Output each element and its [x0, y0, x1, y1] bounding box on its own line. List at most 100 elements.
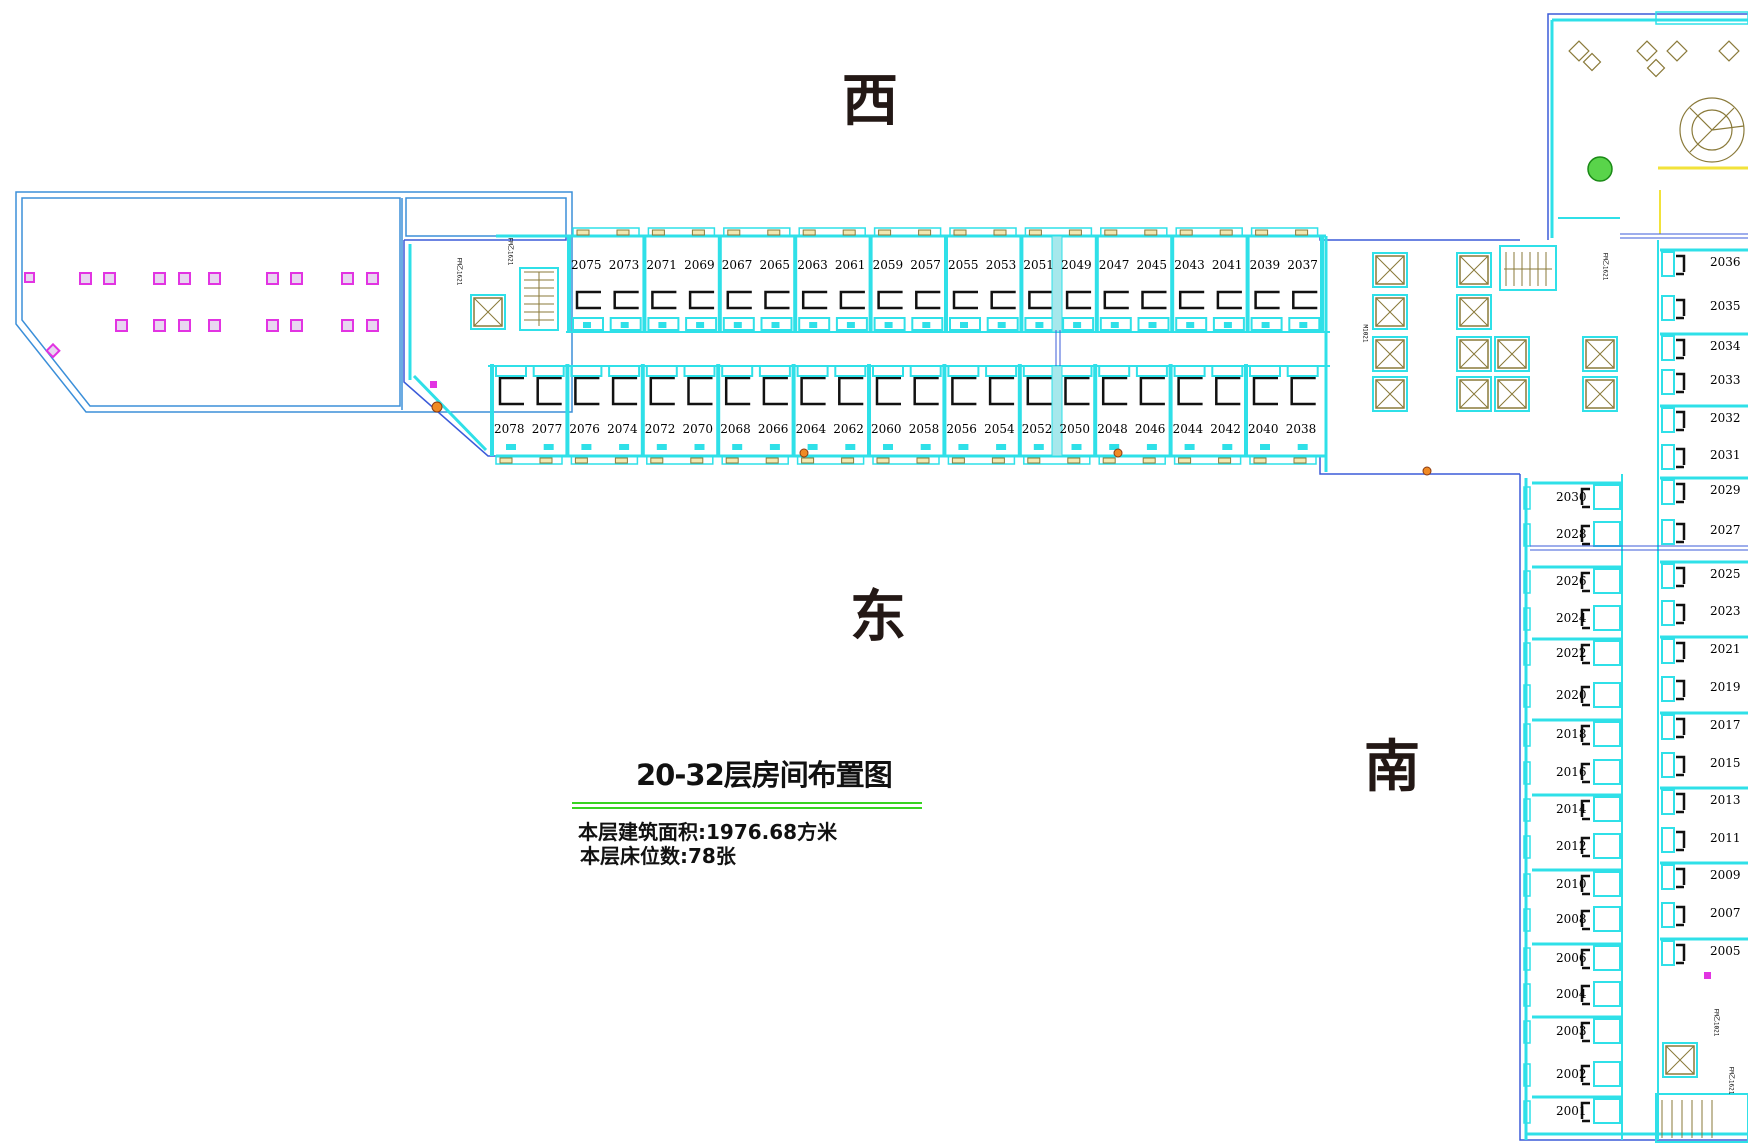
bed-icon [575, 290, 601, 310]
ac-unit [918, 229, 932, 236]
bathroom [1661, 902, 1675, 928]
room-number: 2031 [1710, 448, 1741, 462]
room-number: 2005 [1710, 944, 1741, 958]
window [1523, 607, 1531, 631]
bathroom [609, 317, 642, 331]
bathroom [495, 365, 527, 377]
ac-unit [993, 229, 1007, 236]
door-code-label: FM乙1621 [1727, 1066, 1735, 1095]
bathroom [1593, 682, 1621, 708]
bed-icon [838, 376, 864, 406]
ac-unit [1178, 457, 1192, 464]
room-partition [944, 236, 948, 332]
wardrobe [1297, 444, 1308, 450]
room-partition [867, 364, 871, 456]
ac-unit [574, 457, 588, 464]
window [796, 455, 865, 465]
bathroom [1098, 365, 1131, 377]
window [1100, 227, 1168, 237]
bathroom [572, 317, 604, 331]
room-number: 2016 [1556, 765, 1587, 779]
bed-icon [1580, 724, 1590, 746]
bed-icon [1178, 290, 1205, 310]
wardrobe [506, 444, 516, 450]
door-code-label: FM乙1621 [455, 257, 463, 286]
bathroom [721, 365, 754, 377]
title-underline [572, 802, 922, 804]
room-number: 2070 [682, 422, 714, 436]
window [495, 455, 563, 465]
bed-icon [800, 376, 826, 406]
ac-unit [1293, 457, 1307, 464]
window [647, 227, 716, 237]
elevator [1456, 294, 1492, 330]
bathroom [1593, 833, 1621, 859]
wardrobe [1033, 444, 1044, 450]
bathroom [1593, 945, 1621, 971]
window [1249, 455, 1317, 465]
window [1523, 723, 1531, 747]
room-partition [1245, 236, 1250, 332]
bed-icon [1580, 762, 1590, 784]
room-number: 2046 [1134, 422, 1166, 436]
ac-unit [1218, 457, 1232, 464]
wardrobe [920, 444, 931, 450]
wardrobe [732, 444, 743, 450]
bed-icon [988, 376, 1015, 406]
window [949, 227, 1017, 237]
ac-unit [841, 457, 855, 464]
bathroom [1137, 317, 1170, 331]
room-number: 2049 [1061, 258, 1092, 272]
room-number: 2001 [1556, 1104, 1587, 1118]
south-wing-rooms [1523, 240, 1748, 1140]
bed-icon [951, 376, 977, 406]
ac-unit [690, 457, 704, 464]
room-number: 2018 [1556, 727, 1587, 741]
door-swing [1261, 322, 1270, 328]
bathroom [647, 317, 680, 331]
bed-icon [1676, 603, 1686, 625]
elevator [1494, 376, 1530, 412]
wardrobe [1184, 444, 1195, 450]
bed-icon [1065, 290, 1092, 310]
ac-unit [1295, 229, 1309, 236]
room-partition [1170, 236, 1175, 332]
bathroom [1593, 906, 1621, 932]
window [1523, 642, 1531, 666]
window [1523, 761, 1531, 785]
bed-icon [913, 376, 939, 406]
bed-count-text: 本层床位数:78张 [580, 844, 736, 868]
ac-unit [650, 457, 664, 464]
bed-icon [651, 290, 677, 310]
room-number: 2060 [871, 422, 902, 436]
door-swing [771, 322, 780, 328]
room-number: 2077 [531, 422, 563, 436]
floor-area-text: 本层建筑面积:1976.68方米 [578, 820, 838, 844]
bathroom [1286, 365, 1319, 377]
door-swing [1223, 322, 1232, 328]
door-swing [1110, 322, 1119, 328]
room-number: 2035 [1710, 299, 1741, 313]
bed-icon [726, 290, 752, 310]
elevator [470, 294, 506, 330]
ac-unit [616, 229, 630, 236]
room-number: 2073 [608, 258, 640, 272]
room-number: 2003 [1556, 1024, 1587, 1038]
room-number: 2076 [569, 422, 600, 436]
wardrobe [581, 444, 592, 450]
room-number: 2038 [1285, 422, 1317, 436]
bathroom [1175, 317, 1208, 331]
bed-icon [1676, 566, 1686, 588]
compass-south: 南 [1364, 735, 1420, 800]
bed-icon [1580, 608, 1590, 630]
room-number: 2021 [1710, 642, 1741, 656]
ac-unit [1027, 457, 1041, 464]
west-wing-rooms [488, 227, 1330, 465]
bathroom [1661, 864, 1675, 890]
bed-icon [1580, 524, 1590, 546]
ac-unit [767, 229, 781, 236]
room-partition [642, 236, 647, 332]
door-swing [583, 322, 591, 328]
window [1523, 835, 1531, 859]
bed-icon [1290, 376, 1316, 406]
